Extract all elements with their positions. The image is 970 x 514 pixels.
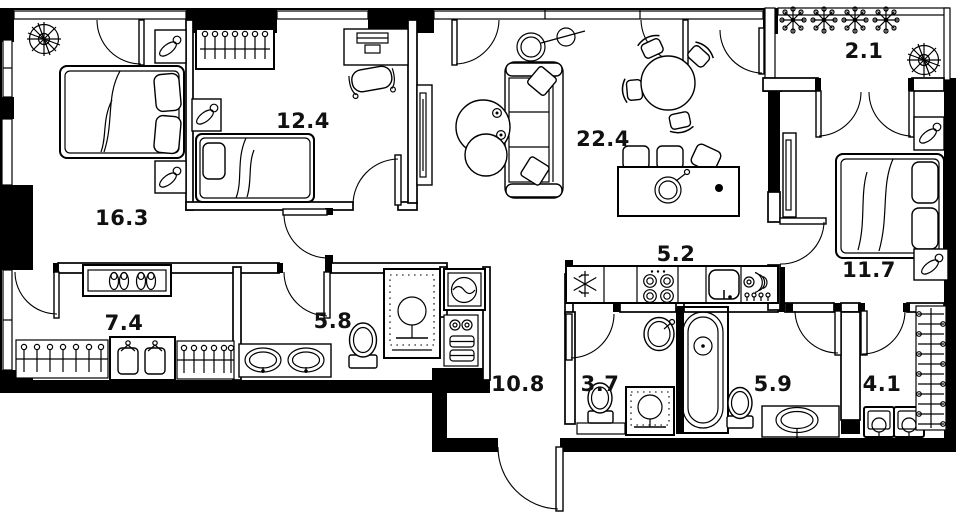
label-living-room: 22.4	[576, 127, 630, 151]
clothes-rail	[176, 340, 235, 380]
door-laundry	[860, 310, 906, 356]
vanity-sink	[761, 405, 840, 441]
sofa	[504, 61, 564, 199]
room-bedroom-second	[191, 28, 433, 203]
tv-cabinet	[416, 84, 433, 186]
room-wc	[576, 316, 676, 436]
wardrobe-hangers	[195, 28, 275, 70]
door-wc	[565, 313, 615, 361]
kitchen-island	[617, 143, 740, 217]
throw-pillow	[527, 66, 557, 96]
door-bedroom-third	[779, 217, 827, 265]
floor-lamp-icon	[516, 27, 586, 62]
toilet	[576, 382, 626, 435]
double-bed	[835, 153, 945, 259]
washing-machine-icon	[443, 268, 486, 311]
pillow	[202, 142, 226, 180]
room-kitchen-niche	[565, 265, 779, 304]
room-bedroom-third	[782, 116, 949, 281]
label-balcony: 2.1	[845, 39, 884, 63]
flower-icon	[841, 6, 869, 34]
flower-icon	[810, 6, 838, 34]
door-master-nook	[282, 208, 329, 259]
freezer-snowflake-icon	[573, 271, 597, 297]
dining-table	[620, 31, 717, 136]
washer-icon	[863, 406, 895, 438]
wall-sink	[643, 316, 676, 352]
door-bathroom-second	[794, 310, 842, 356]
shower	[625, 386, 675, 436]
toilet	[348, 322, 378, 369]
tv-panel	[782, 132, 797, 218]
coffee-tables	[455, 99, 511, 177]
window-bedroom-main	[13, 10, 187, 20]
flower-icon	[779, 6, 807, 34]
window-living	[433, 10, 764, 20]
room-wardrobe-hall	[15, 264, 235, 381]
door-wardrobe-hall	[14, 271, 60, 319]
single-bed	[195, 133, 315, 203]
walls-structural	[0, 8, 956, 452]
wardrobe-shirts	[109, 336, 176, 381]
label-bedroom-main: 16.3	[95, 206, 149, 230]
window-balcony-right	[943, 7, 951, 81]
dish-rack-icon	[743, 271, 771, 301]
flower-icon	[872, 6, 900, 34]
bathtub	[677, 306, 729, 434]
double-vanity-sinks	[238, 343, 332, 378]
french-balcony-doors	[815, 90, 915, 138]
window-balcony-divider	[764, 7, 776, 79]
room-labels: 16.3 12.4 22.4 2.1 5.2 11.7 7.4 5.8 10.8…	[95, 39, 901, 396]
island-sink	[654, 176, 682, 204]
clothes-rail	[15, 339, 109, 379]
desk	[343, 28, 409, 66]
slippers-icon	[108, 271, 157, 291]
shoe-shelf	[82, 264, 172, 297]
desk-chair	[348, 65, 396, 100]
nightstand-lamp-icon	[154, 160, 187, 194]
doors	[14, 19, 915, 512]
label-laundry-storage: 4.1	[863, 372, 902, 396]
label-bathroom-second: 5.9	[754, 372, 793, 396]
nightstand-lamp-icon	[913, 248, 949, 281]
bar-stool	[656, 145, 684, 170]
room-bathroom-main	[238, 268, 486, 378]
label-bedroom-second: 12.4	[276, 109, 330, 133]
pillow	[153, 72, 182, 113]
window-bedroom-second	[276, 10, 369, 20]
entry-door	[497, 446, 564, 512]
label-wc: 3.7	[581, 372, 620, 396]
label-wardrobe-hall: 7.4	[105, 311, 144, 335]
shower	[383, 268, 441, 359]
pillow	[153, 114, 182, 155]
throw-pillow	[520, 156, 550, 186]
room-laundry-storage	[863, 305, 947, 438]
door-bathroom-main	[283, 271, 331, 319]
room-living	[455, 27, 740, 217]
towel-shelf	[443, 314, 479, 367]
plant-icon	[906, 42, 942, 78]
toilet	[726, 386, 754, 429]
door-bedroom-second	[352, 154, 402, 206]
label-bedroom-third: 11.7	[842, 258, 896, 282]
plant-icon	[26, 21, 62, 57]
label-bathroom-main: 5.8	[314, 309, 353, 333]
room-bedroom-main	[26, 21, 187, 194]
nightstand-lamp-icon	[191, 98, 222, 132]
nightstand-lamp-icon	[154, 29, 187, 64]
room-bathroom-second	[677, 306, 840, 441]
label-kitchen-niche: 5.2	[657, 242, 696, 266]
pillow	[911, 207, 939, 250]
kitchen-sink	[708, 269, 740, 300]
drying-rack	[915, 305, 947, 431]
cooktop-burners-icon	[643, 270, 674, 303]
nightstand-lamp-icon	[913, 116, 945, 151]
label-entrance-hall: 10.8	[491, 372, 545, 396]
pillow	[911, 161, 939, 204]
double-bed	[59, 65, 185, 159]
